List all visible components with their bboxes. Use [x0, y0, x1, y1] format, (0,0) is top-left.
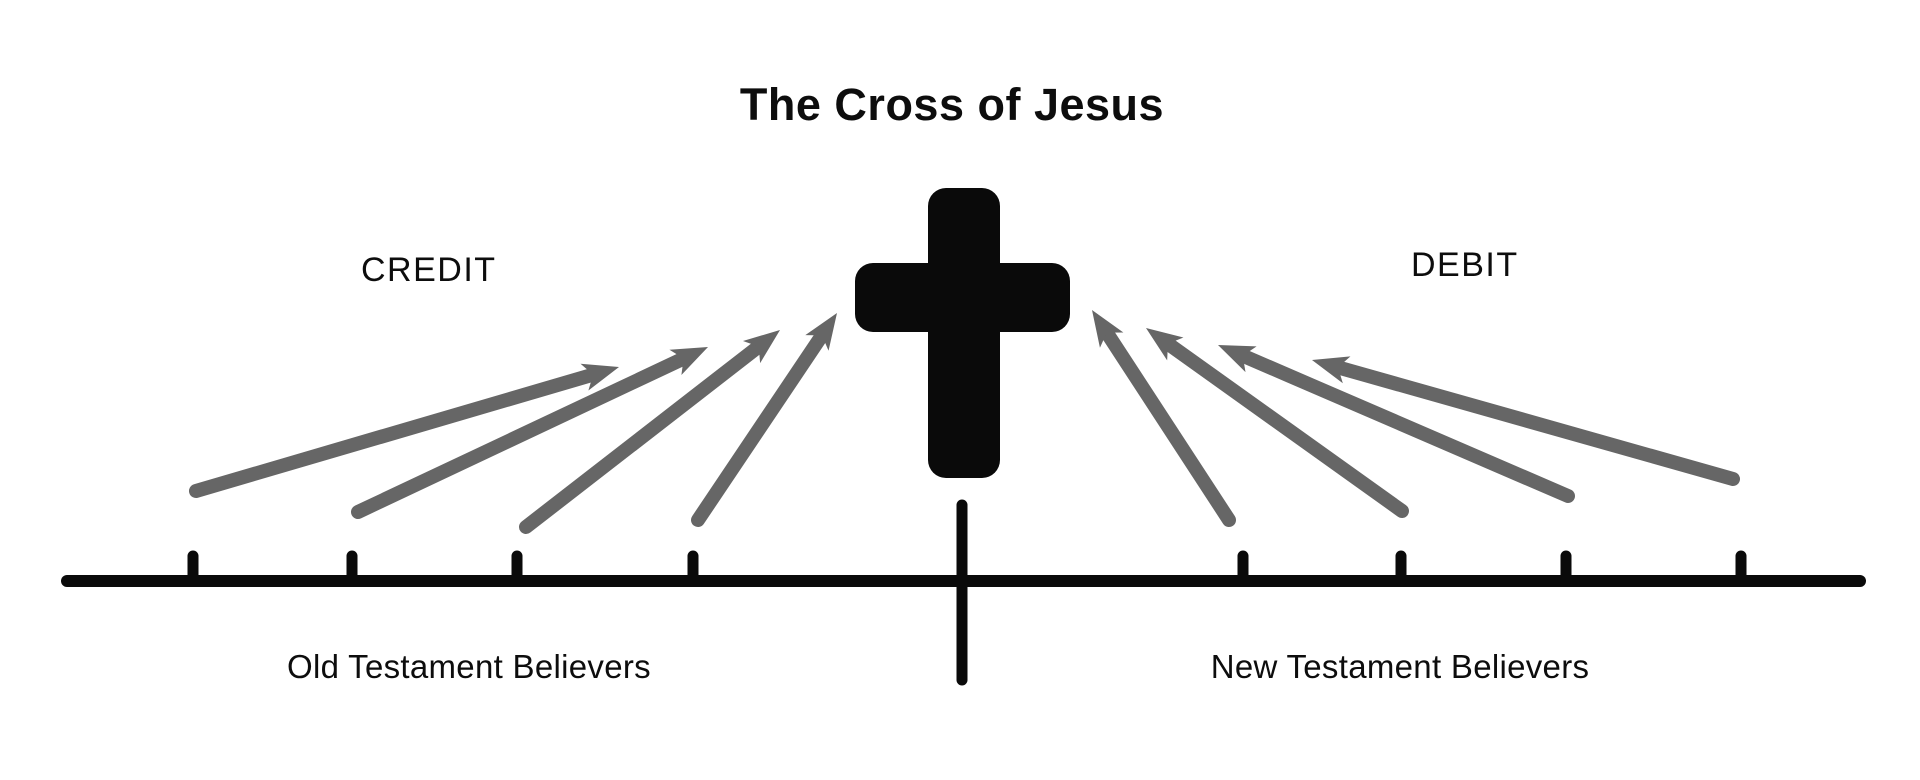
credit-arrow — [189, 363, 620, 498]
cross-icon-horizontal-bar — [855, 263, 1070, 332]
credit-arrow — [351, 347, 709, 519]
debit-arrow — [1312, 356, 1740, 486]
credit-label: CREDIT — [361, 251, 497, 289]
debit-arrow — [1217, 345, 1575, 503]
debit-arrow — [1146, 327, 1409, 518]
credit-arrow — [519, 330, 781, 534]
debit-label: DEBIT — [1411, 246, 1519, 284]
cross-icon-vertical-bar — [928, 188, 1000, 478]
debit-arrow — [1091, 310, 1236, 527]
page-title: The Cross of Jesus — [739, 79, 1165, 130]
new-testament-label: New Testament Believers — [1210, 648, 1590, 685]
credit-arrow — [691, 313, 838, 527]
old-testament-label: Old Testament Believers — [287, 648, 651, 685]
